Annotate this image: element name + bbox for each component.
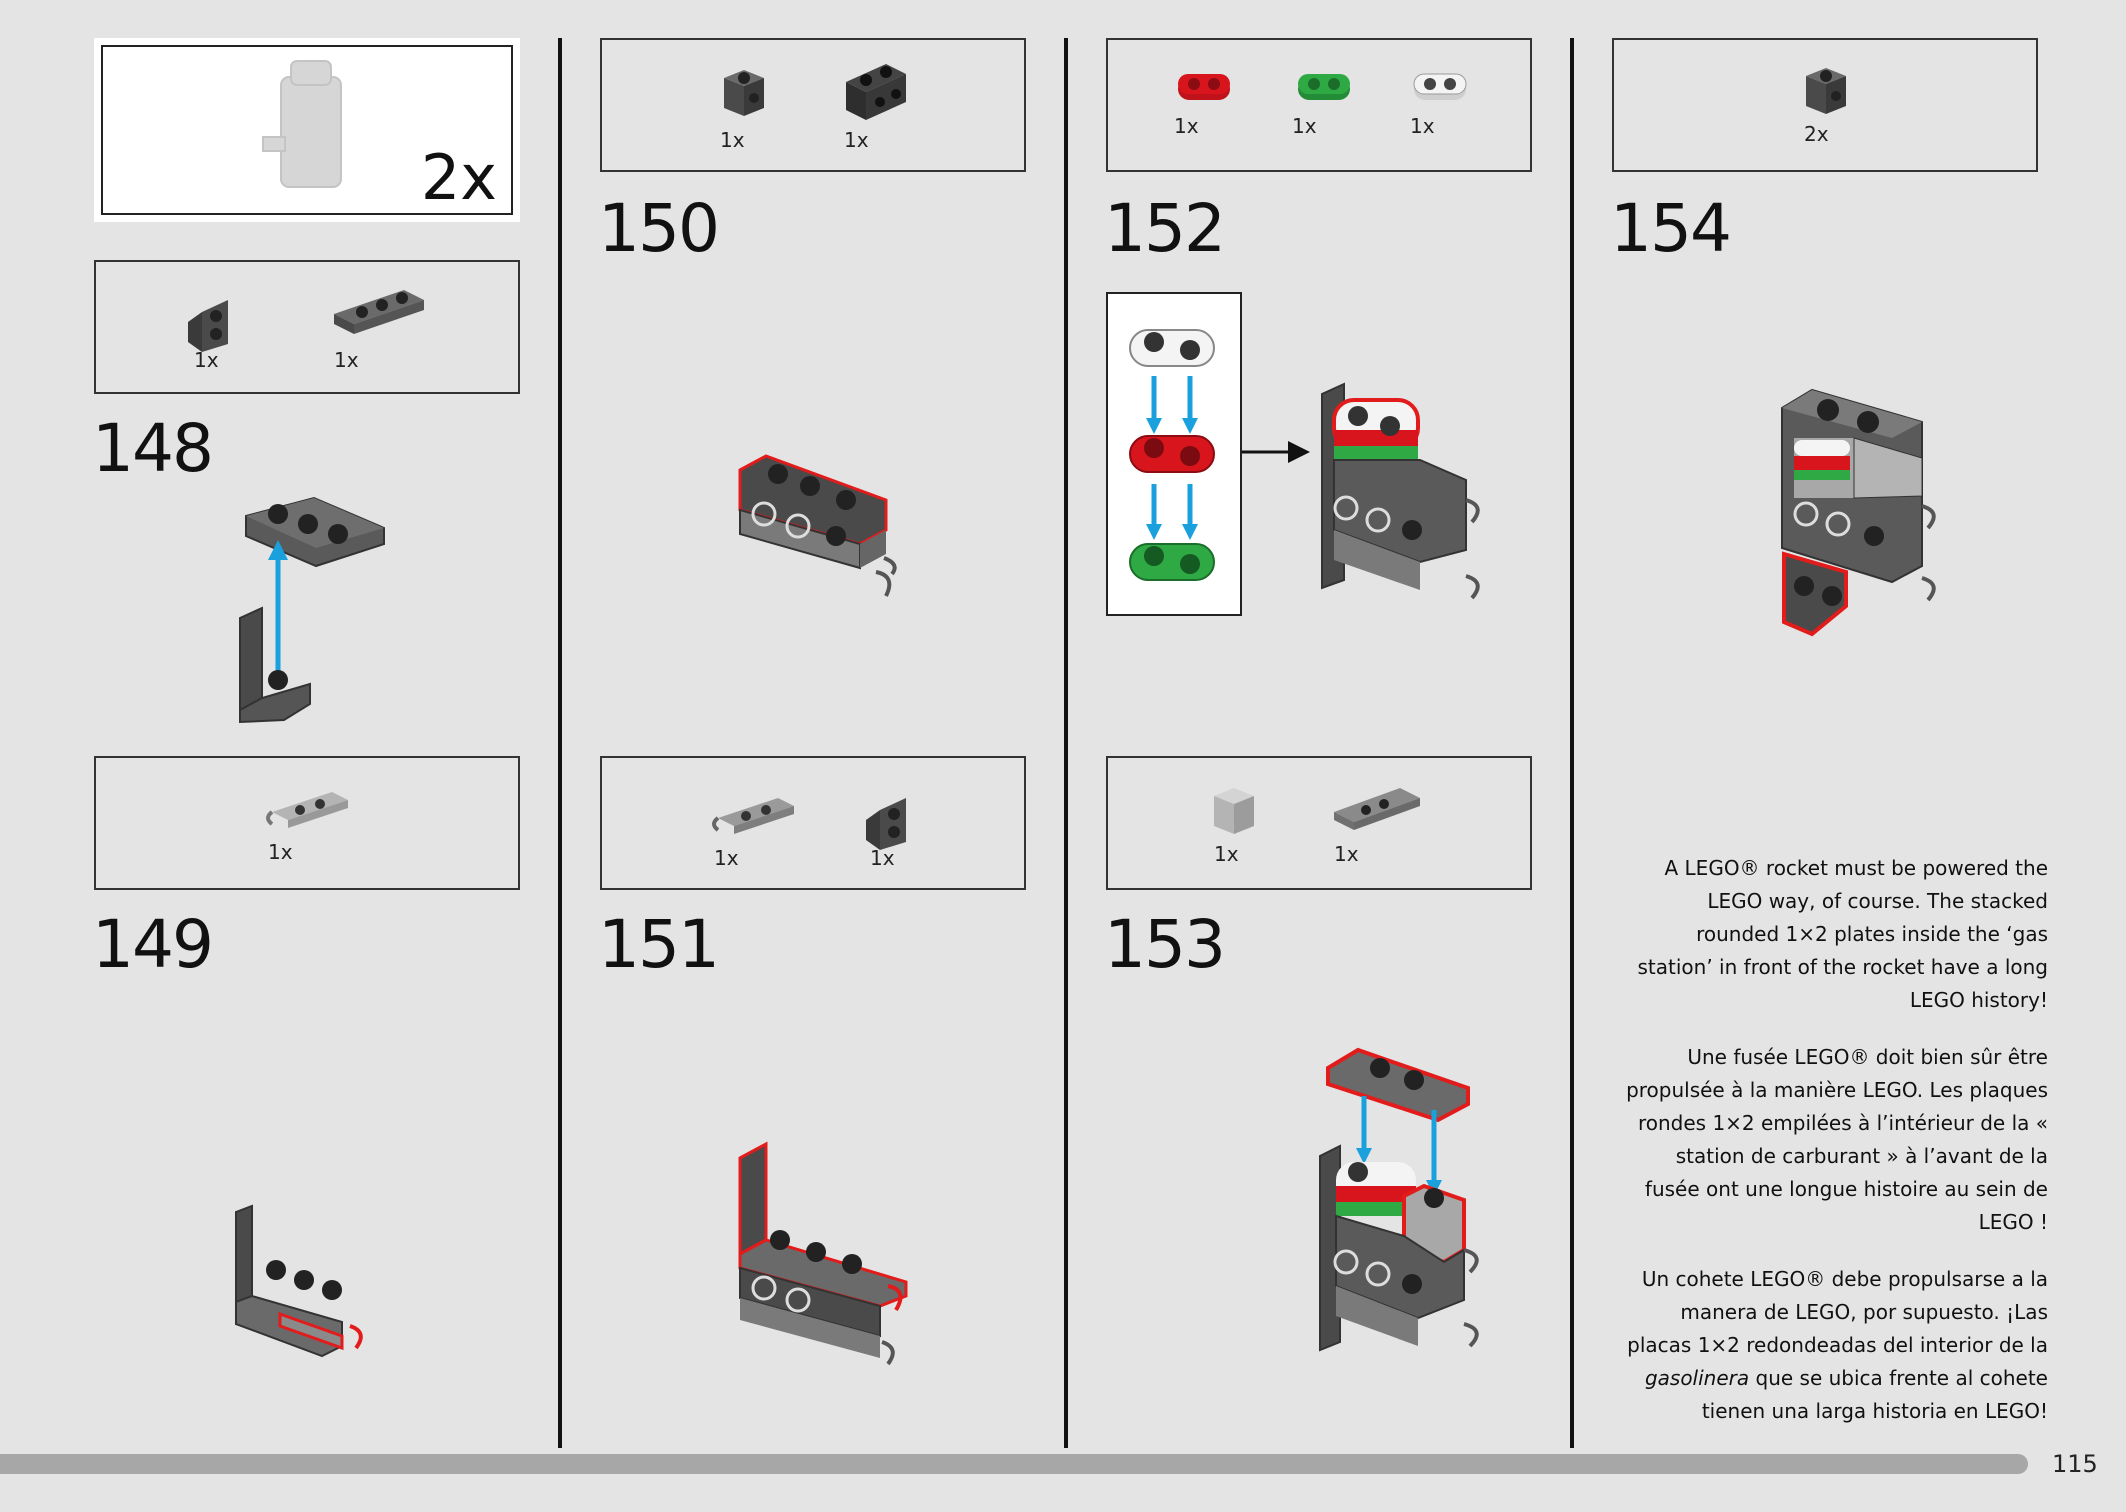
part-qty: 1x [194, 348, 219, 372]
step-number-154: 154 [1610, 190, 1732, 267]
part-qty: 1x [844, 128, 869, 152]
brick-1x1-light-icon [1214, 788, 1254, 834]
step-153-assembly-illustration [1319, 1047, 1479, 1352]
part-qty: 1x [1292, 114, 1317, 138]
step-152-sub-callout [1106, 292, 1242, 616]
part-qty: 1x [268, 840, 293, 864]
description-english: A LEGO® rocket must be powered the LEGO … [1637, 856, 2048, 1012]
subassembly-preview-icon [262, 60, 342, 188]
parts-box-step-150: 1x 1x [600, 38, 1026, 172]
step-number-149: 149 [92, 906, 214, 983]
round-plate-white-icon [1413, 73, 1467, 100]
description-spanish-italic: gasolinera [1644, 1366, 1750, 1390]
step-number-151: 151 [598, 906, 720, 983]
brick-1x1-stud-icon [1806, 68, 1846, 114]
column-divider [1570, 38, 1574, 1448]
part-qty: 1x [720, 128, 745, 152]
subassembly-callout: 2x [94, 38, 520, 222]
step-number-153: 153 [1104, 906, 1226, 983]
step-149-assembly-illustration [235, 1204, 363, 1358]
step-number-148: 148 [92, 410, 214, 487]
step-number-152: 152 [1104, 190, 1226, 267]
brick-1x1-stud-icon [724, 70, 764, 116]
description-text: A LEGO® rocket must be powered the LEGO … [1620, 852, 2048, 1452]
part-qty: 1x [1410, 114, 1435, 138]
bracket-icon [866, 798, 906, 850]
parts-box-step-149: 1x [94, 756, 520, 890]
parts-box-step-154: 2x [1612, 38, 2038, 172]
step-148-assembly-illustration [239, 496, 385, 724]
part-qty: 2x [1804, 122, 1829, 146]
plate-clip-icon [266, 792, 348, 828]
step-152-arrow [1242, 441, 1310, 463]
column-divider [1064, 38, 1068, 1448]
subassembly-multiplier: 2x [420, 141, 497, 214]
round-plate-red-icon [1178, 74, 1230, 100]
step-number-150: 150 [598, 190, 720, 267]
parts-box-step-148: 1x 1x [94, 260, 520, 394]
page-number: 115 [2052, 1450, 2098, 1478]
stacked-plates-illustration [1129, 329, 1215, 581]
plate-1x3-icon [334, 290, 424, 334]
description-spanish-part-2: que se ubica frente al cohete tienen una… [1701, 1366, 2048, 1423]
part-qty: 1x [334, 348, 359, 372]
plate-clip-icon [712, 798, 794, 834]
step-154-assembly-illustration [1781, 388, 1936, 637]
part-qty: 1x [870, 846, 895, 870]
part-qty: 1x [714, 846, 739, 870]
step-150-assembly-illustration [738, 454, 897, 597]
column-divider [558, 38, 562, 1448]
parts-box-step-153: 1x 1x [1106, 756, 1532, 890]
plate-1x4-jumper-icon [1334, 788, 1420, 830]
bracket-icon [188, 300, 228, 352]
round-plate-green-icon [1298, 74, 1350, 100]
parts-box-step-151: 1x 1x [600, 756, 1026, 890]
subassembly-callout-frame: 2x [101, 45, 513, 215]
part-qty: 1x [1174, 114, 1199, 138]
progress-bar [0, 1454, 2028, 1474]
step-152-assembly-illustration [1321, 382, 1480, 600]
parts-box-step-152: 1x 1x 1x [1106, 38, 1532, 172]
brick-1x2-studs-icon [846, 64, 906, 120]
part-qty: 1x [1334, 842, 1359, 866]
step-151-assembly-illustration [738, 1141, 908, 1366]
part-qty: 1x [1214, 842, 1239, 866]
description-spanish-part-1: Un cohete LEGO® debe propulsarse a la ma… [1627, 1267, 2048, 1357]
description-french: Une fusée LEGO® doit bien sûr être propu… [1626, 1045, 2048, 1234]
description-spanish: Un cohete LEGO® debe propulsarse a la ma… [1620, 1263, 2048, 1428]
